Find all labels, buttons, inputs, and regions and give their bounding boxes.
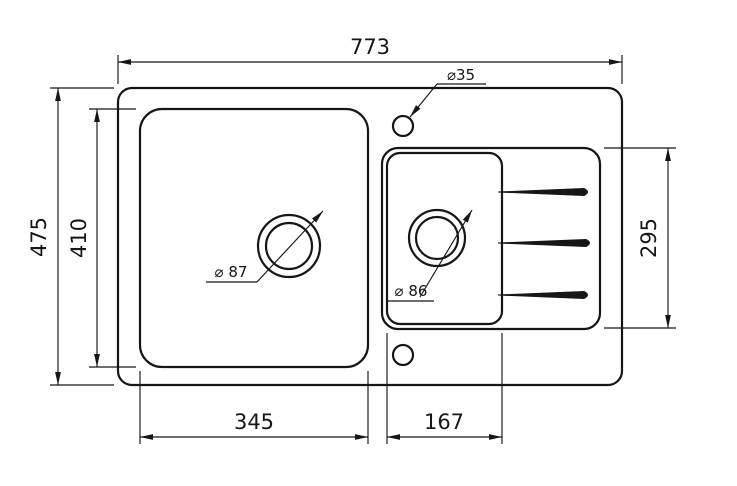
sink-outline-group [116,86,624,387]
right-section [380,146,602,331]
callout-tap-hole: ⌀35 [409,66,486,118]
dim-label-overall-height: 475 [27,217,51,257]
half-bowl [385,151,504,326]
main-drain-outer [256,213,322,279]
drainer-groove-top [497,187,588,197]
dim-label-main-bowl-width: 345 [234,410,274,434]
dim-label-half-bowl-width: 167 [424,410,464,434]
half-drain-inner [414,215,460,261]
main-drain-inner [264,221,314,271]
dia-label-main-drain: ⌀ 87 [215,263,248,281]
dim-label-overall-width: 773 [350,35,390,59]
dim-half-bowl-width: 167 [386,333,503,444]
dim-right-section-height: 295 [604,147,676,329]
bottom-hole [391,343,415,367]
callout-main-drain: ⌀ 87 [206,210,324,283]
dim-label-right-section-height: 295 [637,218,661,258]
dim-overall-width: 773 [117,35,623,84]
dim-overall-height: 475 [27,87,114,386]
tap-hole [391,114,415,138]
dia-label-tap-hole: ⌀35 [447,66,475,84]
main-bowl [138,107,370,369]
dia-label-half-drain: ⌀ 86 [395,282,428,300]
dim-main-bowl-width: 345 [139,371,369,444]
leader-line [409,83,438,118]
drainer-groove-bottom [497,290,588,300]
dim-label-main-bowl-height: 410 [67,218,91,258]
drainer-groove-middle [497,238,590,248]
sink-outer-edge [116,86,624,387]
half-drain-outer [407,208,467,268]
callout-half-drain: ⌀ 86 [388,209,473,302]
dim-main-bowl-height: 410 [67,108,136,368]
leader-line [419,209,473,298]
leader-line [256,210,324,283]
